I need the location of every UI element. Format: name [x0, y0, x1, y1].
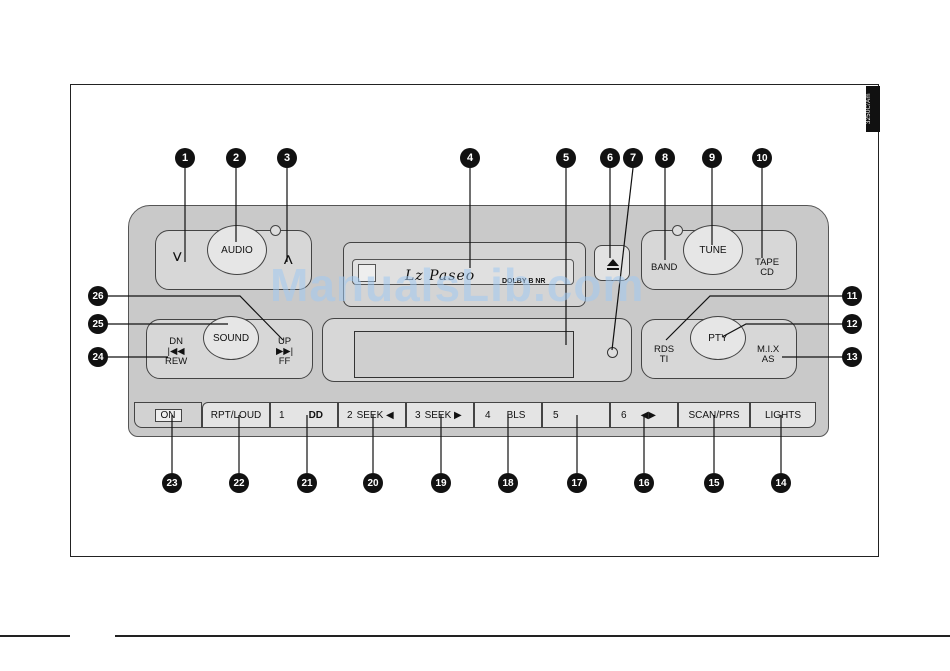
callout-6: 6: [600, 148, 620, 168]
callout-10: 10: [752, 148, 772, 168]
callout-21: 21: [297, 473, 317, 493]
callout-22: 22: [229, 473, 249, 493]
callout-15: 15: [704, 473, 724, 493]
callout-23: 23: [162, 473, 182, 493]
callout-20: 20: [363, 473, 383, 493]
callout-4: 4: [460, 148, 480, 168]
leader-26: [107, 296, 283, 340]
leader-12: [722, 324, 843, 337]
callout-17: 17: [567, 473, 587, 493]
callout-9: 9: [702, 148, 722, 168]
callout-19: 19: [431, 473, 451, 493]
callout-18: 18: [498, 473, 518, 493]
callout-24: 24: [88, 347, 108, 367]
callout-8: 8: [655, 148, 675, 168]
watermark: ManualsLib.com: [270, 258, 644, 312]
leader-11: [666, 296, 843, 340]
callout-12: 12: [842, 314, 862, 334]
callout-3: 3: [277, 148, 297, 168]
callout-13: 13: [842, 347, 862, 367]
callout-7: 7: [623, 148, 643, 168]
callout-1: 1: [175, 148, 195, 168]
callout-11: 11: [842, 286, 862, 306]
callout-26: 26: [88, 286, 108, 306]
footer-rule-left: [0, 635, 70, 637]
callout-2: 2: [226, 148, 246, 168]
footer-rule-right: [115, 635, 950, 637]
callout-25: 25: [88, 314, 108, 334]
callout-14: 14: [771, 473, 791, 493]
callout-5: 5: [556, 148, 576, 168]
callout-16: 16: [634, 473, 654, 493]
